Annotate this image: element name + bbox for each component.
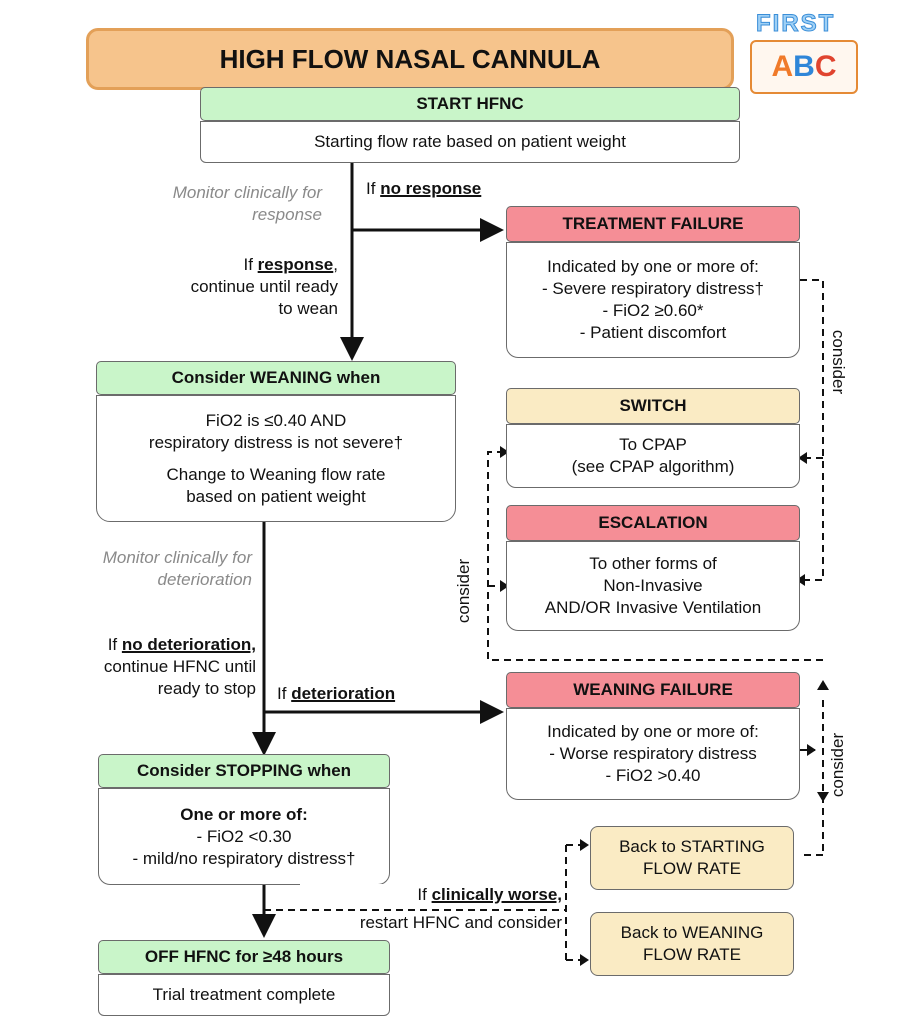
logo-letter-c: C [814,50,837,83]
treatment-failure-line-2: - Severe respiratory distress† [541,279,765,298]
title-banner: HIGH FLOW NASAL CANNULA [86,28,734,90]
treatment-failure-line-4: - Patient discomfort [579,323,727,342]
consider-label-right-upper: consider [827,322,849,402]
if-deterioration-label: If deterioration [277,683,395,705]
escalation-header: ESCALATION [506,505,800,541]
weaning-failure-header: WEANING FAILURE [506,672,800,708]
monitor-response-label: Monitor clinically for response [140,182,322,226]
if-no-deterioration-suffix: continue HFNC until ready to stop [103,657,256,698]
if-response-prefix: If [243,255,253,274]
weaning-box: FiO2 is ≤0.40 AND respiratory distress i… [96,395,456,522]
weaning-failure-line-3: - FiO2 >0.40 [605,766,701,785]
off-hfnc-text: Trial treatment complete [152,985,336,1004]
if-no-deterioration-label: If no deterioration, continue HFNC until… [66,634,256,700]
restart-hfnc-label: restart HFNC and consider [300,912,562,934]
stopping-line-2: - FiO2 <0.30 [196,826,292,846]
weaning-line-1: FiO2 is ≤0.40 AND [205,410,347,430]
weaning-failure-box: Indicated by one or more of: - Worse res… [506,708,800,800]
start-hfnc-text: Starting flow rate based on patient weig… [314,132,626,151]
page-title: HIGH FLOW NASAL CANNULA [219,43,601,74]
if-no-response-prefix: If [366,179,376,198]
weaning-line-3: Change to Weaning flow rate [166,464,386,484]
consider-label-right-lower: consider [827,725,849,805]
restart-hfnc-text: restart HFNC and consider [359,913,562,932]
consider-text-3: consider [828,732,847,798]
monitor-response-text: Monitor clinically for response [172,183,322,224]
stopping-box: One or more of: - FiO2 <0.30 - mild/no r… [98,788,390,885]
escalation-box: To other forms of Non-Invasive AND/OR In… [506,541,800,631]
if-response-label: If response, continue until ready to wea… [190,255,338,318]
off-hfnc-header: OFF HFNC for ≥48 hours [98,940,390,974]
switch-header: SWITCH [506,388,800,424]
back-to-weaning-box: Back to WEANING FLOW RATE [590,912,794,976]
back-to-weaning-text: Back to WEANING FLOW RATE [620,923,764,964]
weaning-failure-line-1: Indicated by one or more of: [547,722,759,741]
escalation-line-1: To other forms of [589,554,717,573]
treatment-failure-line-3: - FiO2 ≥0.60* [602,301,704,320]
monitor-deterioration-text: Monitor clinically for deterioration [102,548,252,589]
consider-label-left: consider [453,551,475,631]
if-clinically-worse-keyword: clinically worse, [431,885,562,904]
weaning-header: Consider WEANING when [96,361,456,395]
if-response-keyword: response [257,255,334,274]
start-hfnc-box: Starting flow rate based on patient weig… [200,121,740,163]
if-clinically-worse-label: If clinically worse, [300,884,562,906]
stopping-header: Consider STOPPING when [98,754,390,788]
treatment-failure-line-1: Indicated by one or more of: [547,257,759,276]
weaning-failure-line-2: - Worse respiratory distress [549,744,757,763]
monitor-deterioration-label: Monitor clinically for deterioration [90,547,252,591]
if-response-suffix: continue until ready to wean [190,277,338,318]
treatment-failure-box: Indicated by one or more of: - Severe re… [506,242,800,358]
start-hfnc-header: START HFNC [200,87,740,121]
logo-first-text: FIRST [755,10,836,38]
if-no-response-label: If no response [366,178,481,200]
switch-line-2: (see CPAP algorithm) [571,457,735,476]
logo-letter-b: B [793,50,815,83]
logo-letter-a: A [771,50,794,83]
back-to-starting-box: Back to STARTING FLOW RATE [590,826,794,890]
if-deterioration-prefix: If [277,684,287,703]
logo-block: A B C [750,40,858,94]
if-no-deterioration-keyword: no deterioration, [121,635,256,654]
if-no-deterioration-prefix: If [107,635,118,654]
if-clinically-worse-prefix: If [417,885,427,904]
if-deterioration-keyword: deterioration [291,684,396,703]
consider-text-2: consider [454,558,473,624]
consider-text-1: consider [829,329,848,395]
if-no-response-keyword: no response [380,179,482,198]
escalation-line-3: AND/OR Invasive Ventilation [544,598,762,617]
switch-box: To CPAP (see CPAP algorithm) [506,424,800,488]
off-hfnc-box: Trial treatment complete [98,974,390,1016]
first-abc-logo: FIRST A B C [744,8,862,96]
stopping-line-1: One or more of: [180,804,308,824]
weaning-line-4: based on patient weight [186,486,366,506]
weaning-line-2: respiratory distress is not severe† [148,432,404,452]
switch-line-1: To CPAP [619,435,687,454]
back-to-starting-text: Back to STARTING FLOW RATE [619,837,765,878]
escalation-line-2: Non-Invasive [603,576,703,595]
stopping-line-3: - mild/no respiratory distress† [132,848,356,868]
treatment-failure-header: TREATMENT FAILURE [506,206,800,242]
